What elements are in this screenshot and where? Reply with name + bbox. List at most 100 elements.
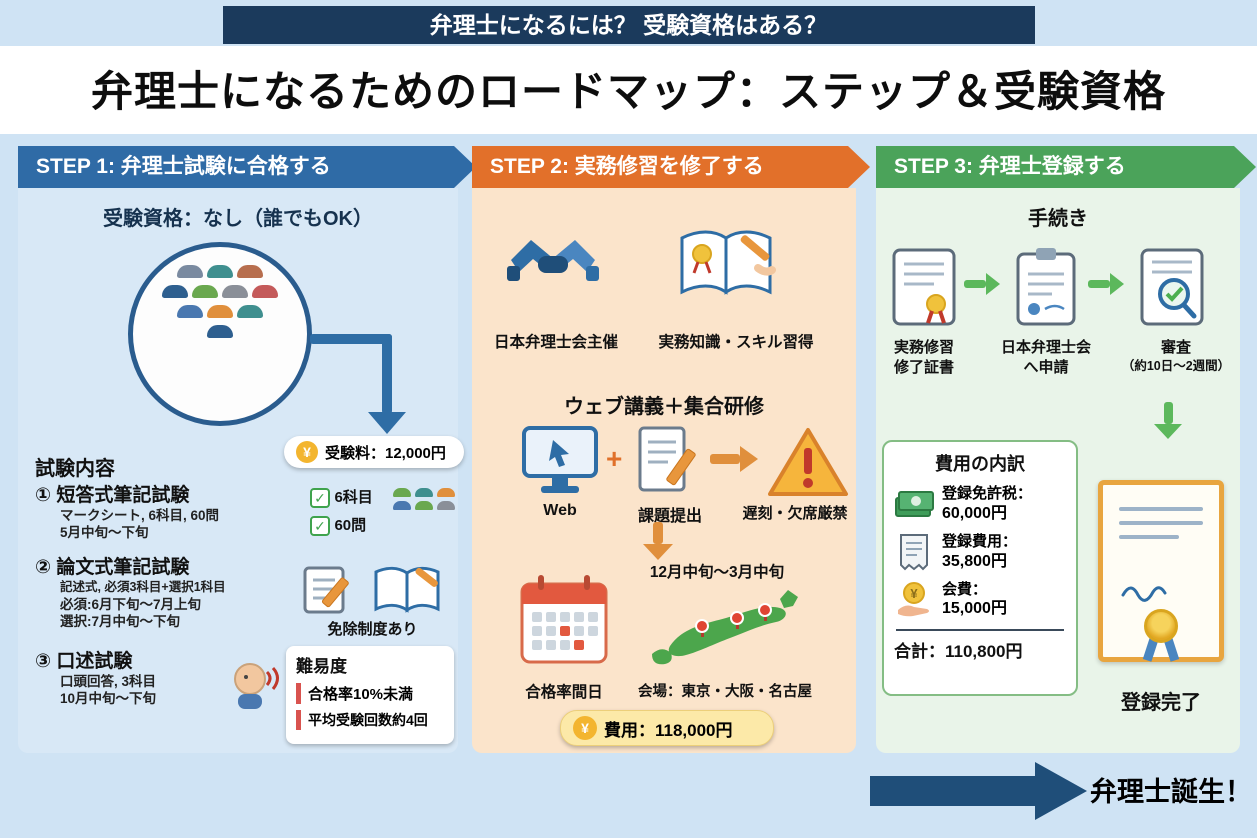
exam-item-3-line-2: 10月中旬〜下旬 bbox=[60, 691, 157, 706]
task-arrow-head bbox=[740, 446, 758, 472]
cost-label: 登録費用： bbox=[942, 532, 1018, 550]
task-arrow-bar bbox=[710, 454, 740, 464]
exam-fee-label: 受験料：12,000円 bbox=[325, 444, 446, 462]
venues-caption: 会場：東京・大阪・名古屋 bbox=[638, 684, 812, 700]
cost-row-license-tax: 登録免許税： 60,000円 bbox=[894, 485, 1066, 524]
doc1-line1: 実務修習 bbox=[893, 339, 954, 356]
exam-item-1-line-1: マークシート, 6科目, 60問 bbox=[60, 508, 220, 523]
people-group-icon bbox=[128, 242, 312, 426]
cost-amount: 35,800円 bbox=[942, 552, 1007, 570]
check-label-questions: 60問 bbox=[334, 517, 367, 534]
cost-breakdown-box: 費用の内訳 登録免許税： 60,000円 bbox=[882, 440, 1078, 696]
step3-panel: 手続き bbox=[876, 188, 1240, 753]
subjects-check-row: ✓ 6科目 bbox=[310, 486, 373, 508]
exam-item-2-line-2: 必須:6月下旬〜7月上旬 bbox=[60, 597, 202, 612]
doc3-line1: 審査 bbox=[1160, 339, 1191, 356]
step2-panel: 日本弁理士会主催 実務知識・スキル習得 ウェブ講義＋集合研修 + Web 課題提… bbox=[472, 188, 856, 753]
speaking-person-icon bbox=[234, 663, 279, 709]
application-form-icon bbox=[1016, 248, 1076, 326]
handshake-icon bbox=[507, 240, 599, 281]
step3-arrow-1-bar bbox=[964, 280, 986, 288]
exam-item-3-title: ③ 口述試験 bbox=[35, 651, 133, 672]
yen-coin-icon: ¥ bbox=[296, 441, 318, 463]
difficulty-attempts: 平均受験回数約4回 bbox=[296, 710, 444, 730]
exam-item-2-title: ② 論文式筆記試験 bbox=[35, 557, 190, 578]
step3-arrow-2-bar bbox=[1088, 280, 1110, 288]
top-banner: 弁理士になるには？ 受験資格はある？ bbox=[222, 6, 1035, 44]
japan-map-icon bbox=[652, 590, 798, 665]
yen-coin-icon: ¥ bbox=[573, 716, 597, 740]
exam-item-2-line-1: 記述式, 必須3科目+選択1科目 bbox=[60, 580, 226, 594]
cost-total: 合計：110,800円 bbox=[894, 642, 1023, 662]
step3-header: STEP 3: 弁理士登録する bbox=[876, 146, 1256, 188]
step3-arrow-1-head bbox=[986, 273, 1000, 295]
person-icon bbox=[192, 283, 218, 298]
check-icon: ✓ bbox=[310, 515, 330, 536]
cost-label: 会費： bbox=[942, 580, 988, 598]
eligibility-text: 受験資格：なし（誰でもOK） bbox=[103, 208, 373, 230]
total-divider bbox=[896, 629, 1064, 632]
person-icon bbox=[222, 283, 248, 298]
gold-seal-icon bbox=[1144, 609, 1178, 643]
step3-down-arrow-head bbox=[1154, 424, 1182, 439]
person-icon bbox=[177, 263, 203, 278]
training-period: 12月中旬〜3月中旬 bbox=[649, 564, 785, 581]
plus-sign: + bbox=[606, 443, 623, 474]
procedure-title: 手続き bbox=[1028, 208, 1088, 230]
registration-done-label: 登録完了 bbox=[1121, 692, 1201, 714]
step3-down-arrow-bar bbox=[1164, 402, 1173, 424]
exam-item-3-line-1: 口頭回答, 3科目 bbox=[60, 674, 157, 689]
exemption-note: 免除制度あり bbox=[327, 621, 418, 638]
cost-box-title: 費用の内訳 bbox=[935, 454, 1025, 474]
person-icon bbox=[237, 263, 263, 278]
fee-arrow-vertical bbox=[382, 334, 392, 414]
step1-header: STEP 1: 弁理士試験に合格する bbox=[18, 146, 476, 188]
completion-certificate-icon bbox=[892, 248, 956, 326]
calendar-caption: 合格率間日 bbox=[525, 684, 603, 701]
person-icon bbox=[237, 303, 263, 318]
warning-triangle-icon bbox=[768, 428, 848, 496]
web-caption: Web bbox=[543, 502, 577, 519]
doc3-caption: 審査 （約10日〜2週間） bbox=[1112, 338, 1240, 374]
review-magnifier-icon bbox=[1140, 248, 1204, 326]
down-arrow-bar bbox=[653, 522, 663, 544]
down-arrow-head bbox=[643, 544, 673, 560]
training-heading: ウェブ講義＋集合研修 bbox=[564, 396, 764, 418]
final-arrow-bar bbox=[870, 776, 1035, 806]
training-cost-label: 費用：118,000円 bbox=[604, 720, 733, 740]
difficulty-pass-rate: 合格率10%未満 bbox=[296, 683, 444, 704]
person-icon bbox=[207, 323, 233, 338]
check-icon: ✓ bbox=[310, 487, 330, 508]
writing-note-icon bbox=[303, 566, 349, 614]
page-title: 弁理士になるためのロードマップ：ステップ＆受験資格 bbox=[90, 68, 1166, 115]
cost-label: 登録免許税： bbox=[942, 485, 1033, 502]
cost-amount: 15,000円 bbox=[942, 600, 1007, 618]
doc2-caption: 日本弁理士会 へ申請 bbox=[994, 338, 1098, 377]
exam-content-title: 試験内容 bbox=[35, 458, 115, 480]
task-caption: 課題提出 bbox=[637, 508, 702, 525]
cost-row-registration-fee: 登録費用： 35,800円 bbox=[894, 533, 1066, 572]
doc2-line1: 日本弁理士会 bbox=[1000, 339, 1091, 356]
step3-arrow-2-head bbox=[1110, 273, 1124, 295]
fee-arrow-head bbox=[368, 412, 406, 434]
final-arrow-head bbox=[1035, 762, 1087, 820]
questions-check-row: ✓ 60問 bbox=[310, 514, 366, 536]
difficulty-box: 難易度 合格率10%未満 平均受験回数約4回 bbox=[286, 646, 454, 744]
open-book-icon bbox=[374, 566, 440, 613]
svg-text:¥: ¥ bbox=[910, 586, 918, 601]
training-cost-badge: ¥ 費用：118,000円 bbox=[560, 710, 774, 746]
birth-label: 弁理士誕生！ bbox=[1090, 777, 1252, 807]
skill-caption: 実務知識・スキル習得 bbox=[658, 334, 814, 351]
difficulty-title: 難易度 bbox=[296, 657, 347, 676]
doc1-line2: 修了証書 bbox=[893, 358, 954, 376]
step1-panel: 受験資格：なし（誰でもOK） bbox=[18, 188, 464, 753]
receipt-icon bbox=[900, 534, 928, 571]
doc1-caption: 実務修習 修了証書 bbox=[876, 338, 972, 377]
step2-header: STEP 2: 実務修習を修了する bbox=[472, 146, 870, 188]
person-icon bbox=[252, 283, 278, 298]
signature-squiggle bbox=[1121, 586, 1167, 602]
doc3-line2: （約10日〜2週間） bbox=[1121, 358, 1231, 373]
title-band bbox=[0, 46, 1257, 134]
person-icon bbox=[162, 283, 188, 298]
person-icon bbox=[207, 303, 233, 318]
